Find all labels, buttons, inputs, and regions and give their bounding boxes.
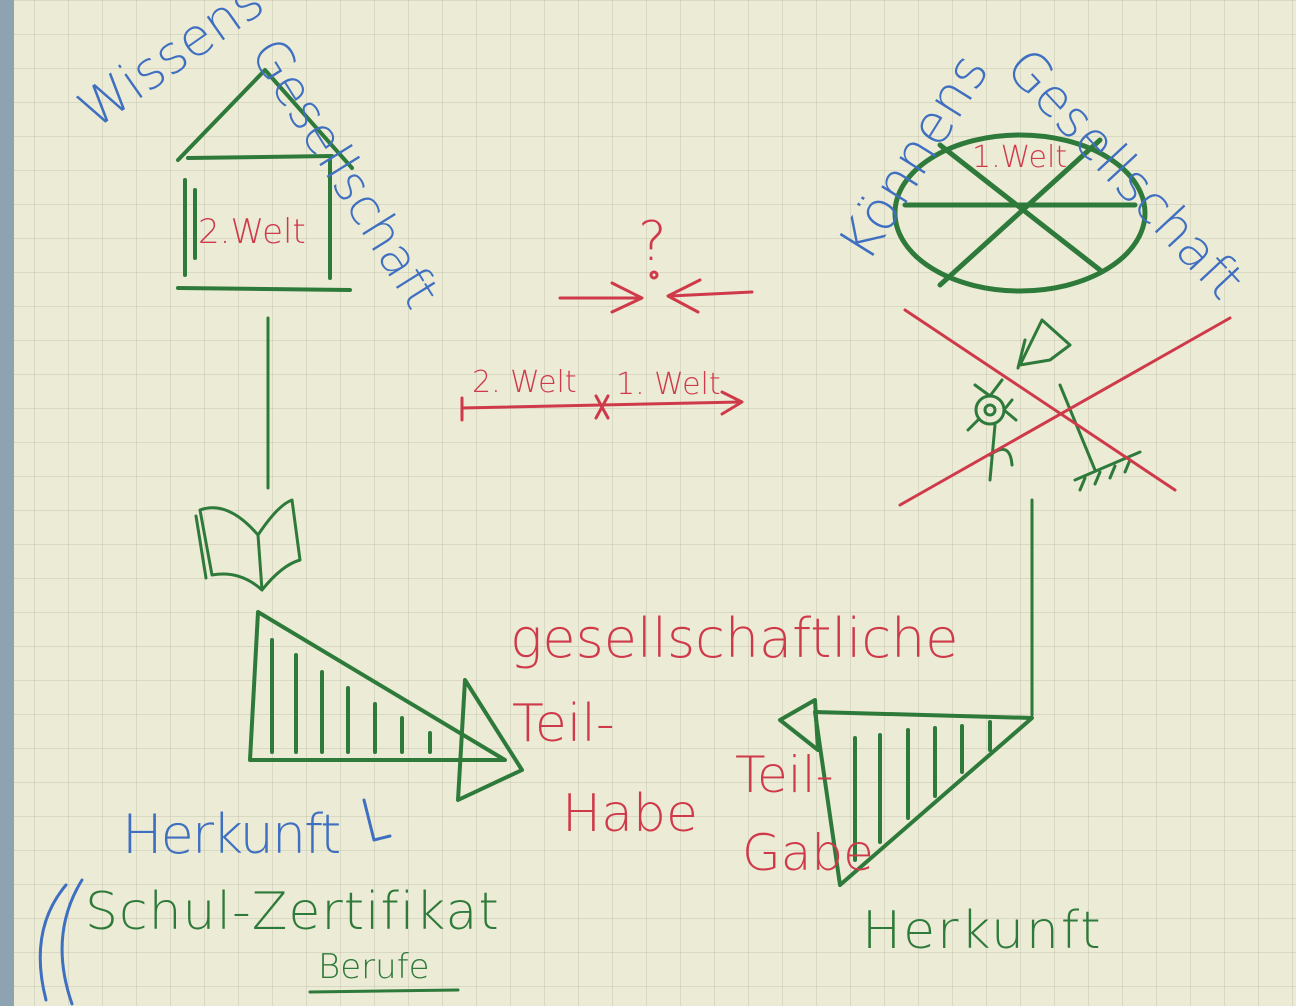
teil-gabe-wedge [778, 698, 1034, 887]
house-icon [176, 68, 354, 292]
schul-zertifikat-label: Schul-Zertifikat [85, 882, 500, 942]
teil-gabe-line1: Teil- [735, 746, 834, 804]
house-welt-label: 2.Welt [198, 212, 306, 252]
hammer-rake-icon [1016, 318, 1142, 492]
teil-habe-line1: Teil- [512, 694, 615, 754]
berufe-label: Berufe [318, 947, 430, 987]
herkunft-scribble-label: Herkunft [122, 803, 341, 866]
welt-timeline [460, 390, 744, 422]
welt2-timeline-label: 2. Welt [472, 365, 577, 400]
welt1-timeline-label: 1. Welt [616, 367, 721, 402]
teil-habe-wedge [248, 610, 524, 802]
globe-welt-label: 1.Welt [972, 140, 1068, 175]
berufe-underline [308, 988, 460, 994]
book-icon [194, 498, 302, 592]
photo-left-edge [0, 0, 14, 1006]
globe-icon [892, 132, 1148, 294]
herkunft-right-label: Herkunft [862, 901, 1103, 961]
gesellschaftliche-label: gesellschaftliche [510, 607, 959, 670]
cross-out-icon [898, 308, 1232, 507]
converging-arrows-icon [558, 270, 754, 314]
flower-icon [966, 378, 1018, 482]
teil-habe-line2: Habe [562, 784, 698, 844]
bracket-scribble [38, 798, 392, 1006]
question-mark: ? [638, 210, 667, 273]
teil-gabe-line2: Gabe [742, 824, 874, 882]
